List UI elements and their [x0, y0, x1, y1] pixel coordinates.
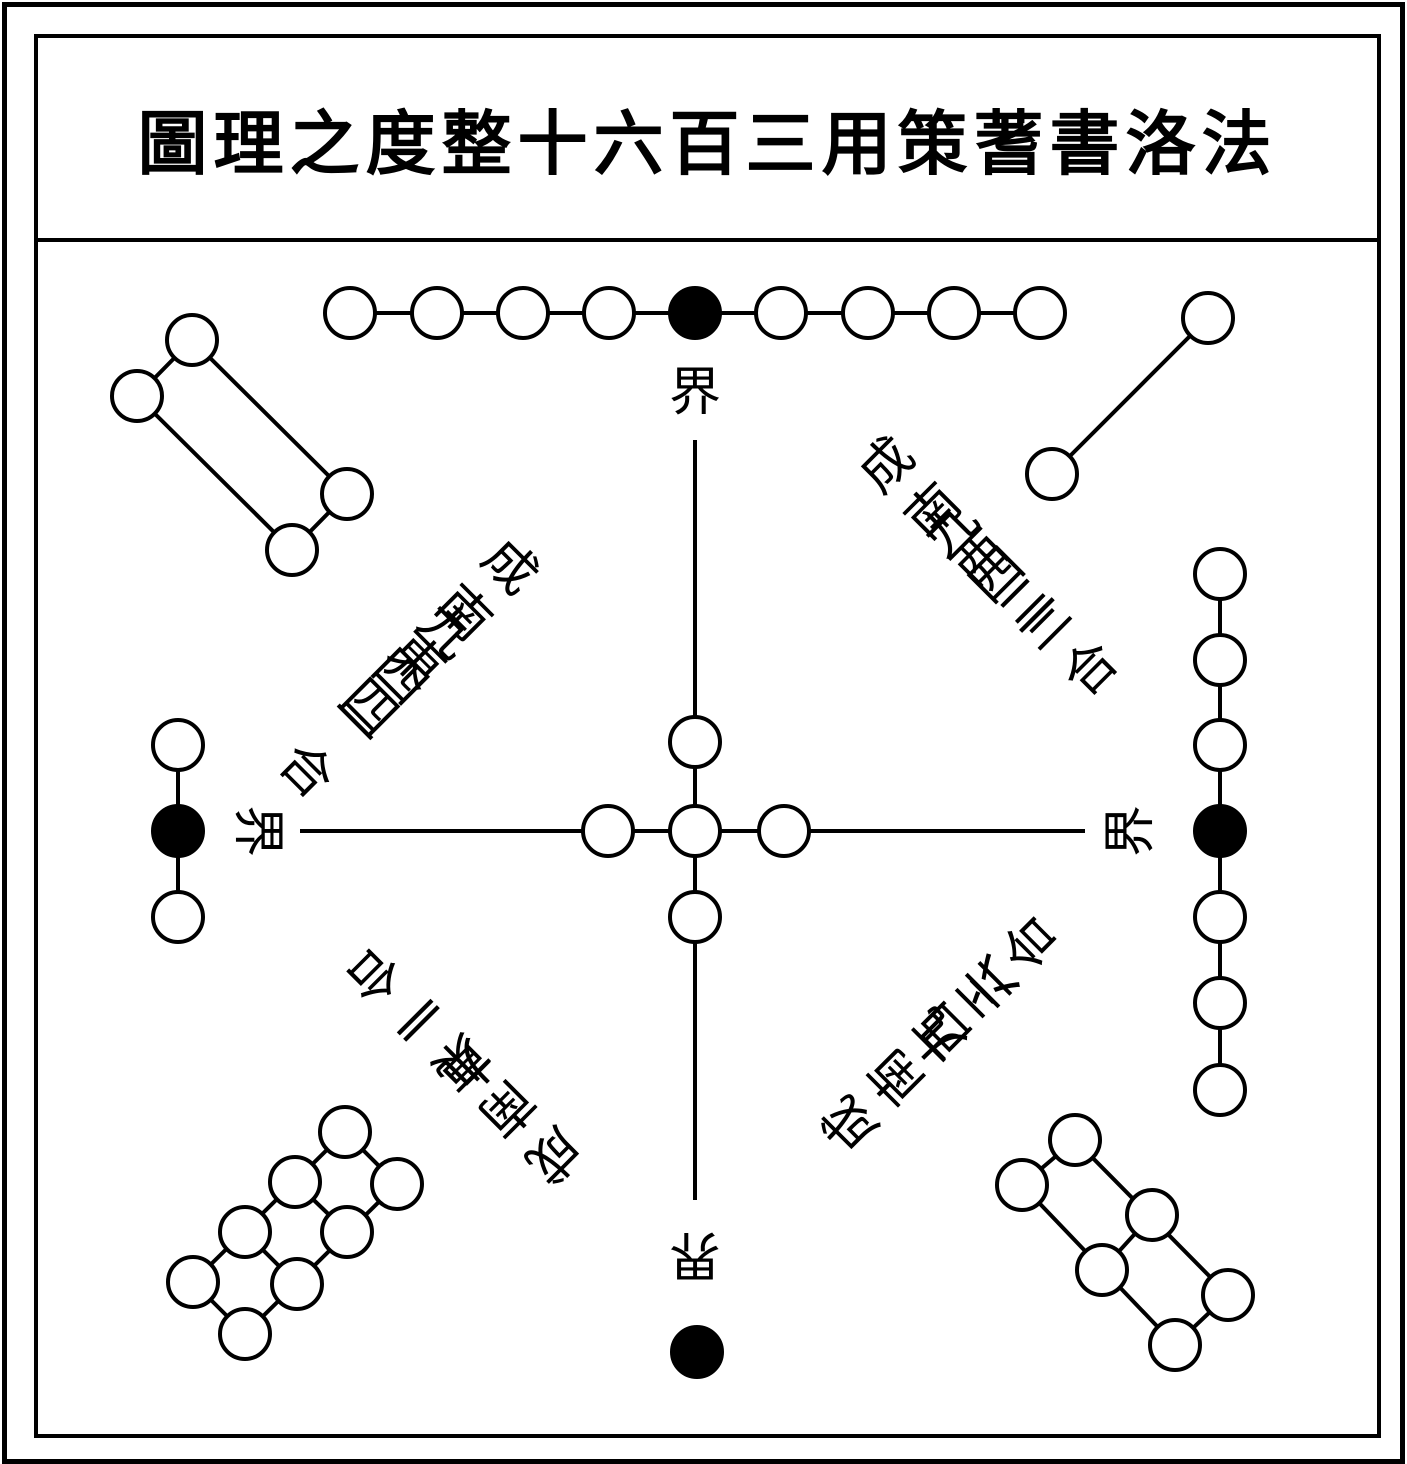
title-box: 圖理之度整十六百三用策蓍書洛法: [38, 38, 1377, 242]
center-dot: [668, 715, 722, 769]
boundary-label-left: 界: [227, 805, 287, 857]
top-left-dot: [165, 313, 219, 367]
lattice-dot: [218, 1205, 272, 1259]
center-dot: [668, 890, 722, 944]
top-chain-dot: [582, 286, 636, 340]
left-chain-dot: [151, 718, 205, 772]
top-chain-dot: [323, 286, 377, 340]
left-chain-solid-dot: [151, 804, 205, 858]
right-chain-solid-dot: [1193, 804, 1247, 858]
quadrant-text-lower-right: 六西南成 合三九: [801, 893, 1070, 1162]
boundary-label-right: 界: [1101, 805, 1161, 857]
right-chain-dot: [1193, 890, 1247, 944]
boundary-label-bottom: 界: [669, 1224, 721, 1284]
lattice-dot: [270, 1257, 324, 1311]
lattice-line: [243, 1182, 399, 1336]
bottom-right-dot: [1075, 1243, 1129, 1297]
lattice-dot: [320, 1205, 374, 1259]
center-dot: [581, 804, 635, 858]
bottom-right-dot: [1148, 1318, 1202, 1372]
right-chain-dot: [1193, 718, 1247, 772]
page-title: 圖理之度整十六百三用策蓍書洛法: [137, 101, 1278, 185]
right-chain-dot: [1193, 633, 1247, 687]
right-chain-dot: [1193, 1063, 1247, 1117]
top-left-dot: [265, 523, 319, 577]
quadrant-text-lower-left: 一東南成 合一九: [323, 935, 592, 1204]
top-chain-dot: [927, 286, 981, 340]
boundary-label-top: 界: [669, 363, 721, 423]
top-chain-dot: [754, 286, 808, 340]
top-right-dot: [1025, 447, 1079, 501]
top-right-dot: [1181, 291, 1235, 345]
quadrant-text-upper-left: 四東南成 合一四九: [266, 527, 559, 820]
inner-frame: 圖理之度整十六百三用策蓍書洛法: [34, 34, 1381, 1438]
bottom-right-dot: [1125, 1188, 1179, 1242]
top-left-rectangle: [134, 337, 350, 553]
center-dot: [668, 804, 722, 858]
dots: [110, 286, 1255, 1379]
lattice-dot: [218, 1307, 272, 1361]
top-chain-dot: [410, 286, 464, 340]
bottom-right-dot: [1048, 1113, 1102, 1167]
center-dot: [757, 804, 811, 858]
lattice-dot: [318, 1105, 372, 1159]
top-chain-dot: [841, 286, 895, 340]
top-chain-solid-dot: [668, 286, 722, 340]
lattice-dot: [268, 1155, 322, 1209]
top-right-diagonal-line: [1050, 316, 1210, 476]
quadrant-lower-right-line2: 合三九: [888, 893, 1070, 1075]
top-left-dot: [110, 369, 164, 423]
top-chain-dot: [1013, 286, 1067, 340]
top-chain-dot: [496, 286, 550, 340]
quadrant-text-upper-right: 二西南成 合三四九: [847, 416, 1140, 709]
left-chain-dot: [151, 890, 205, 944]
right-chain-dot: [1193, 976, 1247, 1030]
lattice-dot: [370, 1157, 424, 1211]
right-chain-dot: [1193, 547, 1247, 601]
top-left-dot: [320, 467, 374, 521]
lattice-line: [191, 1130, 347, 1284]
bottom-solid-dot: [670, 1325, 724, 1379]
quadrant-lower-left-line2: 合一九: [323, 935, 505, 1117]
bottom-right-dot: [1201, 1268, 1255, 1322]
lattice-dot: [166, 1255, 220, 1309]
bottom-right-dot: [995, 1158, 1049, 1212]
